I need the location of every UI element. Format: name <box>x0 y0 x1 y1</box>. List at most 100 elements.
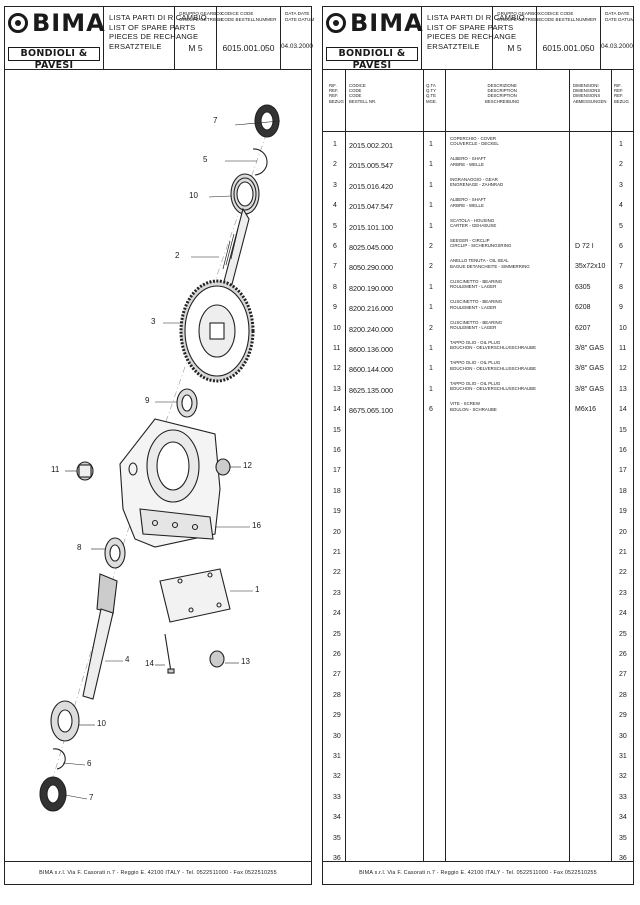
description-line: SEEGER - CIRCLIP <box>450 238 490 243</box>
dimension-cell: 6305 <box>575 283 591 291</box>
description-line: INGRANAGGIO - GEAR <box>450 176 498 182</box>
oil-plug-bottom <box>209 650 225 668</box>
col-rule <box>445 69 446 862</box>
code-cell: 2015.005.547 <box>349 161 393 171</box>
ref-cell: 1 <box>333 141 337 148</box>
code-label-2: CODE BESTELLNUMMER <box>221 16 277 22</box>
ref-right-cell: 21 <box>619 549 627 556</box>
dimension-cell: 3/8" GAS <box>575 365 604 373</box>
code-cell: 8200.190.000 <box>349 283 393 293</box>
ref-cell: 36 <box>333 855 341 862</box>
company-logo: BIMA BONDIOLI & PAVESI <box>323 7 423 71</box>
group-label-2: GROUPE GETRIEBE <box>497 16 542 22</box>
table-row: 36 36 <box>323 849 633 869</box>
description-line: BOUCHON - OELVERSCHLUSSCHRAUBE <box>450 386 537 392</box>
bearing-bottom <box>50 700 80 742</box>
ref-cell: 31 <box>333 753 341 760</box>
title-line-en: LIST OF SPARE PARTS <box>109 22 196 32</box>
description-line: VITE - SCREW <box>450 401 481 407</box>
bearing-top <box>230 173 260 215</box>
description-line: CARTER - GEHAEUSE <box>450 223 497 228</box>
callout: 6 <box>87 759 92 768</box>
table-row: 22 22 <box>323 563 633 583</box>
ref-cell: 30 <box>333 732 341 740</box>
logo-tagline: BONDIOLI & PAVESI <box>326 47 418 71</box>
logo-tagline: BONDIOLI & PAVESI <box>8 47 100 71</box>
dimension-cell: 6207 <box>575 324 591 332</box>
ref-right-cell: 33 <box>619 793 627 801</box>
callout: 1 <box>255 585 260 594</box>
code-cell: 8025.045.000 <box>349 243 393 252</box>
ref-cell: 7 <box>333 263 337 271</box>
ref-right-cell: 29 <box>619 712 627 720</box>
ref-right-cell: 28 <box>619 691 627 699</box>
bima-mark-icon <box>8 13 28 33</box>
qty-cell: 1 <box>429 202 433 210</box>
document-title: LISTA PARTI DI RICAMBIO LIST OF SPARE PA… <box>103 7 207 69</box>
col-header-ref: RIF.REF.REF.BEZUG <box>329 83 344 104</box>
col-rule <box>345 69 346 862</box>
ref-cell: 18 <box>333 487 341 495</box>
ref-cell: 20 <box>333 528 341 536</box>
description-line: CUSCINETTO - BEARING <box>450 299 503 305</box>
ref-cell: 6 <box>333 243 337 250</box>
code-label: CODICE CODE <box>541 11 574 16</box>
ref-cell: 16 <box>333 447 341 454</box>
ref-right-cell: 8 <box>619 283 623 291</box>
circlip-top <box>252 148 268 176</box>
sheet-header: BIMA BONDIOLI & PAVESI LISTA PARTI DI RI… <box>323 7 635 71</box>
ref-right-cell: 30 <box>619 732 627 740</box>
dimension-cell: 3/8" GAS <box>575 345 604 352</box>
code-label-2: CODE BESTELLNUMMER <box>541 16 597 22</box>
qty-cell: 6 <box>429 406 433 414</box>
ref-right-cell: 36 <box>619 855 627 862</box>
ref-right-cell: 31 <box>619 753 627 760</box>
ref-right-cell: 4 <box>619 202 623 210</box>
ref-cell: 4 <box>333 202 337 210</box>
ref-right-cell: 25 <box>619 630 627 638</box>
gearbox-housing <box>119 418 221 548</box>
ref-cell: 34 <box>333 814 341 822</box>
ref-cell: 15 <box>333 426 341 434</box>
code-cell: 8600.144.000 <box>349 365 393 375</box>
dimension-cell: 6208 <box>575 304 591 312</box>
callout: 11 <box>51 465 60 474</box>
ref-right-cell: 6 <box>619 243 623 250</box>
description-line: ARBRE - WELLE <box>450 161 484 167</box>
ref-cell: 10 <box>333 324 341 332</box>
ref-cell: 22 <box>333 569 341 577</box>
description-line: CUSCINETTO - BEARING <box>450 278 503 284</box>
exploded-view-drawing: 7 5 10 2 3 9 11 12 16 8 1 4 14 13 10 6 7 <box>5 69 311 862</box>
code-value: 6015.001.050 <box>222 43 275 53</box>
ref-right-cell: 16 <box>619 447 627 454</box>
ref-cell: 33 <box>333 793 341 801</box>
table-row: 30 30 <box>323 727 633 747</box>
qty-cell: 2 <box>429 263 433 271</box>
description-line: BAGUE DETANCHEITE - SIMMERRING <box>450 263 530 269</box>
code-cell: 8675.065.100 <box>349 406 393 416</box>
ref-right-cell: 15 <box>619 426 627 434</box>
date-label-2: DATE DATUM <box>605 16 635 22</box>
ref-right-cell: 22 <box>619 569 627 577</box>
ref-right-cell: 24 <box>619 610 627 618</box>
qty-cell: 1 <box>429 385 433 393</box>
parts-list-sheet: BIMA BONDIOLI & PAVESI LISTA PARTI DI RI… <box>322 6 634 885</box>
date-value: 04.03.2000 <box>281 43 313 50</box>
ref-cell: 35 <box>333 834 341 842</box>
ref-right-cell: 7 <box>619 263 623 271</box>
callout: 14 <box>145 659 154 668</box>
ref-cell: 5 <box>333 222 337 230</box>
